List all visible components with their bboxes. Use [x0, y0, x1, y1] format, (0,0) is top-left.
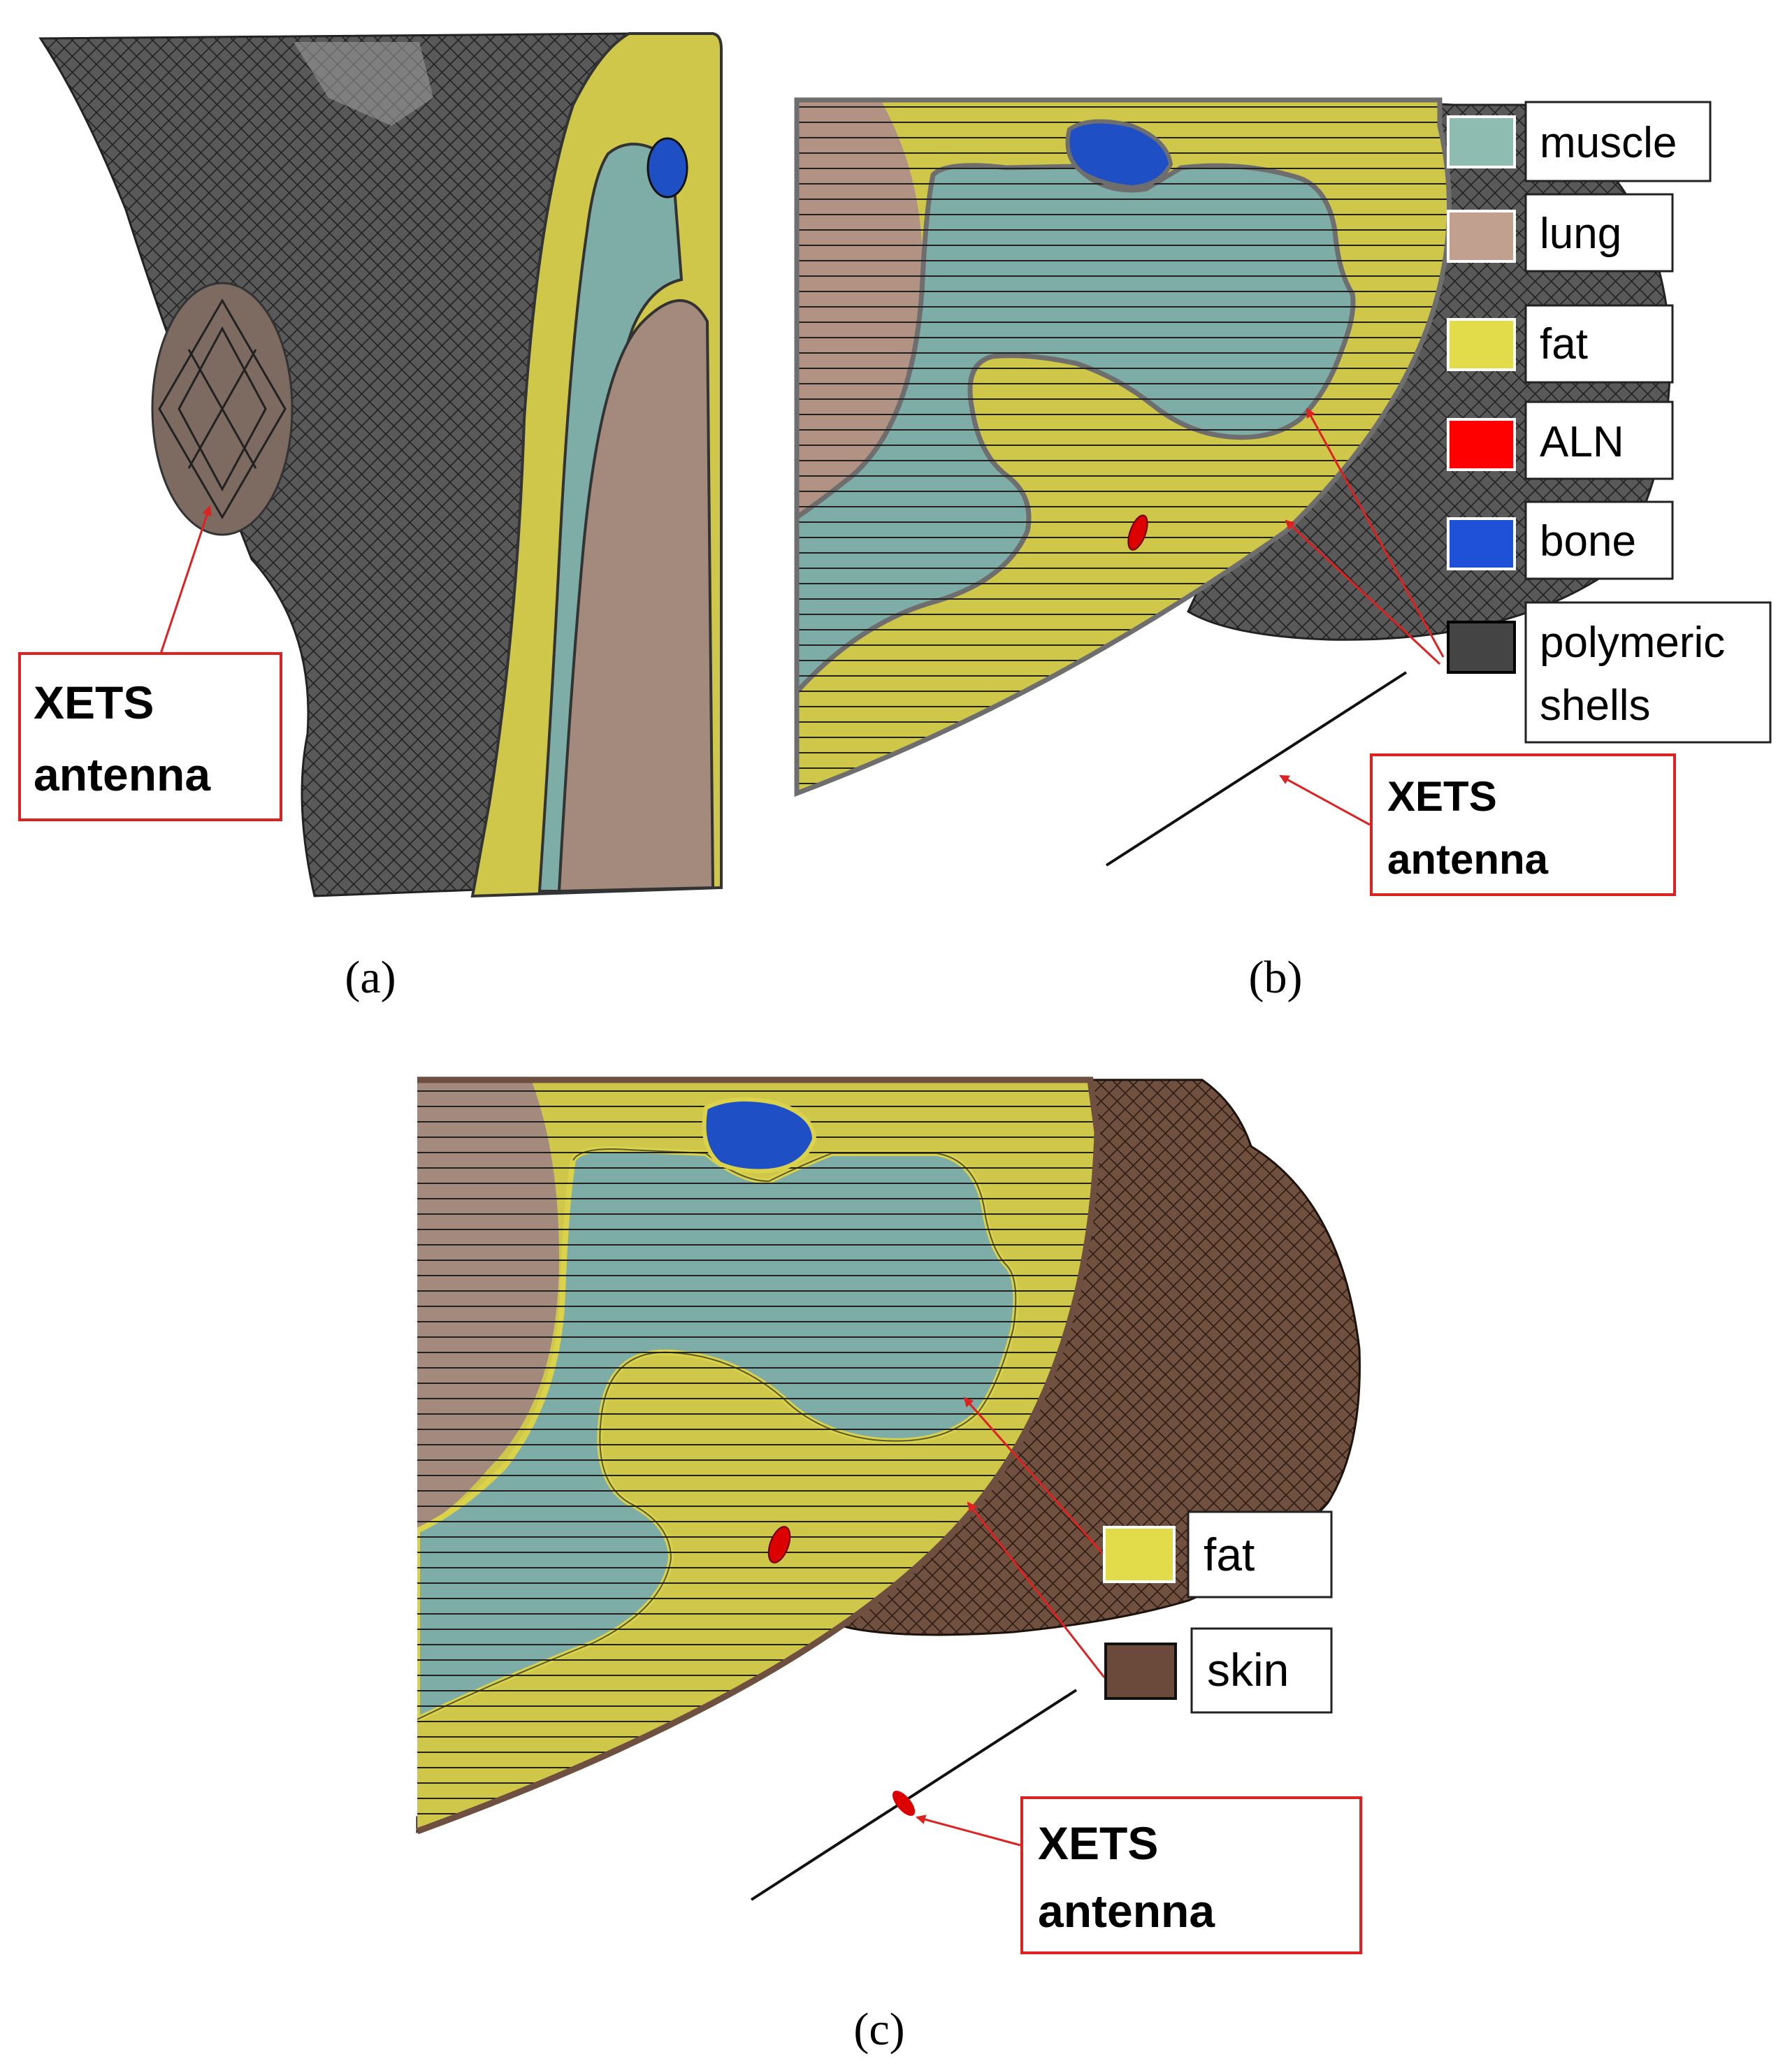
- panel-b-aln: [1127, 514, 1148, 551]
- legend-c-box-fat: [1187, 1510, 1333, 1598]
- legend-b-box-lung: [1524, 193, 1674, 273]
- panel-b-arrow-fat: [1285, 519, 1441, 665]
- panel-c: fat skin XETS antenna (c): [416, 1076, 1362, 2055]
- legend-b-label-bone: bone: [1540, 517, 1636, 565]
- panel-b-bone: [1065, 119, 1173, 190]
- legend-c-label-fat: fat: [1204, 1529, 1255, 1580]
- legend-b-label-aln: ALN: [1540, 418, 1624, 466]
- panel-a-antenna-pattern: [158, 298, 287, 519]
- panel-a-bone: [646, 137, 688, 199]
- panel-a: XETS antenna (a): [18, 32, 723, 1003]
- panel-b-arrow-antenna: [1279, 774, 1371, 826]
- legend-b-label-muscle: muscle: [1540, 119, 1677, 167]
- panel-c-skin-outline: [416, 1076, 1101, 1835]
- panel-c-aln: [767, 1526, 791, 1564]
- panel-a-mesh-body: [38, 32, 630, 897]
- panel-c-antenna-feed: [892, 1790, 916, 1817]
- panel-c-arrow-fat: [963, 1397, 1106, 1556]
- panel-b-callout-line1: XETS: [1387, 773, 1497, 820]
- panel-b-xets-antenna: [1105, 671, 1408, 867]
- legend-c-box-skin: [1190, 1627, 1333, 1714]
- panel-b-legend: muscle lung fat ALN bone polymeric shell…: [1447, 101, 1772, 744]
- legend-b-box-shells: [1524, 601, 1772, 744]
- panel-c-callout-box: [1020, 1796, 1362, 1954]
- panel-b-arrow-muscle: [1306, 407, 1445, 658]
- panel-c-callout-line1: XETS: [1038, 1817, 1158, 1869]
- panel-a-mesh-highlight: [294, 42, 433, 126]
- legend-b-label-shells-1: polymeric: [1540, 619, 1725, 667]
- legend-b-label-fat: fat: [1540, 320, 1588, 368]
- legend-b-box-muscle: [1524, 101, 1712, 182]
- panel-b-callout-line2: antenna: [1387, 836, 1549, 883]
- legend-b-swatch-lung: [1447, 210, 1516, 263]
- panel-c-bone: [702, 1097, 817, 1174]
- panel-a-callout-line: [159, 505, 212, 654]
- legend-b-label-lung: lung: [1540, 210, 1621, 258]
- legend-c-swatch-fat: [1103, 1526, 1176, 1583]
- panel-c-arrow-skin: [967, 1501, 1106, 1678]
- panel-c-legend: fat skin: [1103, 1510, 1333, 1714]
- panel-b-callout-box: [1370, 753, 1676, 896]
- panel-c-arrow-antenna: [916, 1814, 1021, 1847]
- legend-c-swatch-skin: [1104, 1643, 1177, 1700]
- panel-a-caption: (a): [345, 952, 396, 1003]
- panel-c-callout-line2: antenna: [1038, 1885, 1215, 1937]
- panel-c-caption: (c): [853, 2004, 904, 2055]
- legend-b-swatch-aln: [1447, 418, 1516, 471]
- panel-a-callout-box: [18, 652, 282, 821]
- legend-b-box-bone: [1524, 500, 1674, 580]
- legend-b-swatch-muscle: [1447, 115, 1516, 168]
- panel-a-callout-line1: XETS: [34, 677, 154, 728]
- panel-b: muscle lung fat ALN bone polymeric shell…: [794, 97, 1772, 1003]
- legend-b-box-fat: [1524, 304, 1674, 384]
- panel-c-xets-antenna: [750, 1689, 1078, 1901]
- legend-b-swatch-fat: [1447, 318, 1516, 371]
- panel-a-lung: [557, 299, 715, 893]
- legend-b-label-shells-2: shells: [1540, 681, 1651, 730]
- panel-b-caption: (b): [1249, 952, 1303, 1003]
- panel-a-callout-line2: antenna: [34, 749, 211, 800]
- legend-c-label-skin: skin: [1207, 1644, 1289, 1696]
- legend-b-swatch-shells: [1447, 621, 1516, 674]
- legend-b-swatch-bone: [1447, 517, 1516, 570]
- legend-b-box-aln: [1524, 400, 1674, 480]
